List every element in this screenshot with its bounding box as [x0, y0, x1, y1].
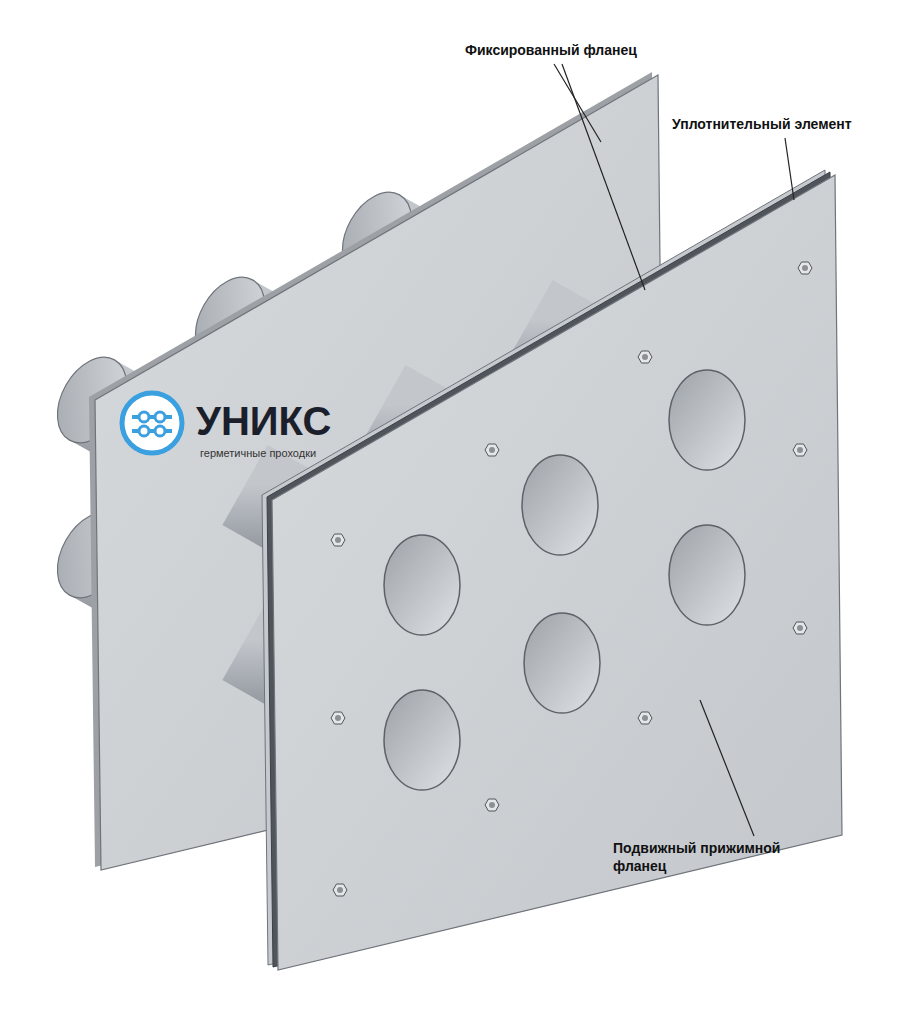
part-name: Уплотнительный элемент — [672, 116, 852, 134]
hole — [384, 690, 460, 790]
bolt — [638, 712, 652, 724]
leader-line — [700, 700, 754, 836]
hole — [669, 525, 745, 625]
leader-line — [554, 64, 601, 142]
hole — [384, 535, 460, 635]
part-name: Подвижный прижимной фланец — [613, 840, 823, 875]
bolt — [331, 712, 345, 724]
bolt — [793, 622, 807, 634]
bolt — [485, 799, 499, 811]
logo-text: УНИКС — [196, 401, 331, 441]
bolts — [331, 262, 812, 896]
logo-tagline: герметичные проходки — [200, 447, 316, 461]
leader-lines — [554, 64, 794, 836]
holes — [384, 370, 745, 790]
bolt — [485, 444, 499, 456]
hole — [522, 455, 598, 555]
movable-flange — [272, 175, 842, 970]
logo-icon — [122, 393, 182, 453]
hole — [524, 613, 600, 713]
hole — [669, 370, 745, 470]
leader-line — [785, 138, 794, 200]
bolt — [333, 884, 347, 896]
bolt — [638, 351, 652, 363]
bolt — [793, 444, 807, 456]
leader-line — [562, 64, 645, 290]
part-name: Фиксированный фланец — [465, 42, 637, 60]
bolt — [798, 262, 812, 274]
bolt — [331, 534, 345, 546]
